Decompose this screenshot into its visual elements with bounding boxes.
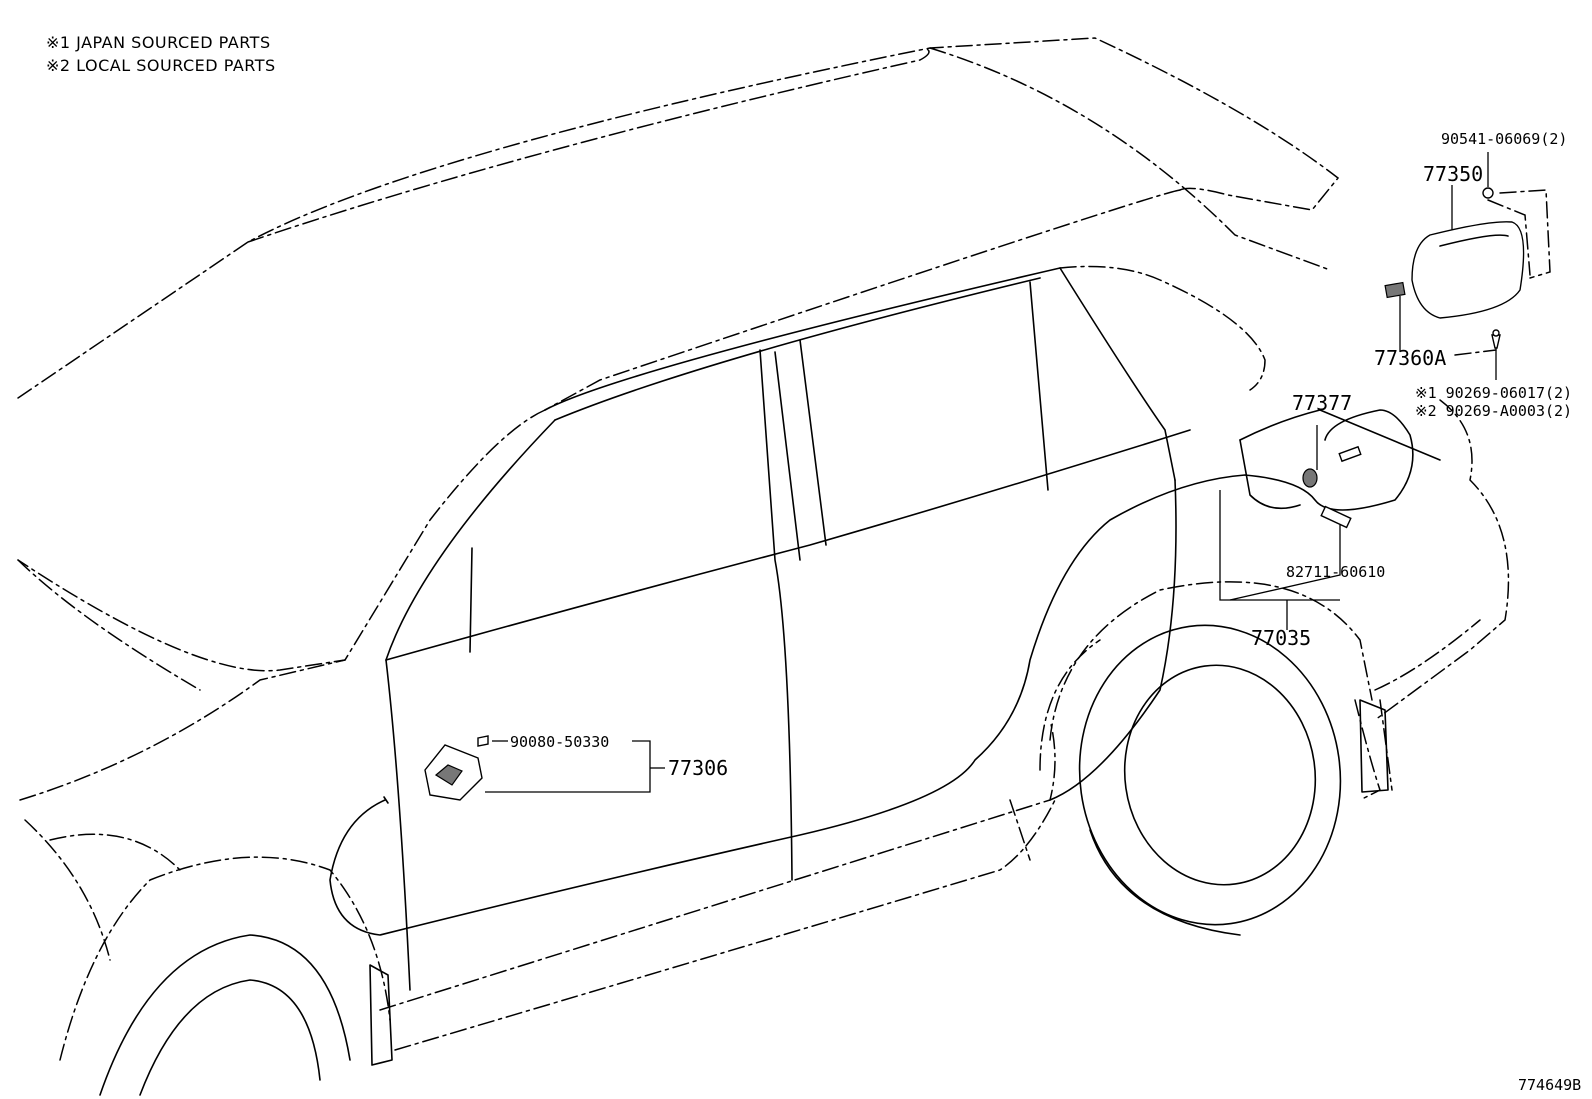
hinge-part — [1384, 281, 1406, 299]
bolt-part — [1482, 187, 1494, 199]
screw-part — [1491, 329, 1501, 349]
note-local-sourced: ※2 LOCAL SOURCED PARTS — [46, 56, 276, 75]
vehicle-body-detail — [99, 267, 1441, 1096]
leader-lines — [485, 152, 1551, 793]
label-cable-sub: 77035 — [1251, 626, 1311, 650]
label-bolt-top: 90541-06069(2) — [1441, 130, 1567, 148]
fuel-lid-part — [1411, 221, 1525, 319]
label-hinge: 77360A — [1374, 346, 1446, 370]
vehicle-body-outline — [17, 37, 1510, 1061]
label-screw-local: ※2 90269-A0003(2) — [1415, 402, 1572, 420]
label-cable-clamp: 82711-60610 — [1286, 563, 1385, 581]
label-fuel-lid: 77350 — [1423, 162, 1483, 186]
cable-clamp-part — [1320, 445, 1362, 529]
label-opener-lever: 77306 — [668, 756, 728, 780]
figure-id: 774649B — [1518, 1076, 1581, 1094]
label-screw-jp: ※1 90269-06017(2) — [1415, 384, 1572, 402]
opener-lever-part — [424, 735, 489, 801]
fuel-opener-cable — [329, 409, 1414, 936]
note-japan-sourced: ※1 JAPAN SOURCED PARTS — [46, 33, 271, 52]
lid-lock-part — [1302, 468, 1318, 488]
label-lid-lock: 77377 — [1292, 391, 1352, 415]
label-screw-opener: 90080-50330 — [510, 733, 609, 751]
